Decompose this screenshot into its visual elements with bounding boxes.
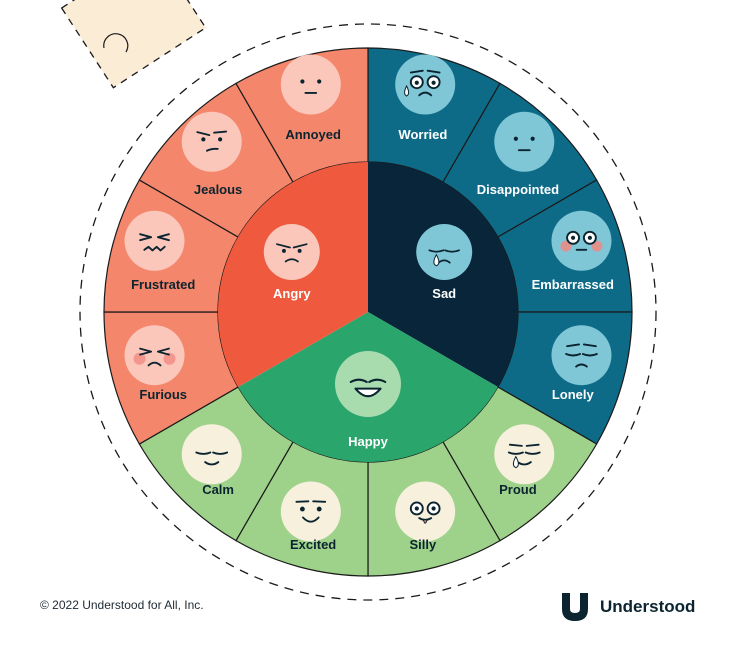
- label-embarrassed: Embarrassed: [532, 277, 614, 292]
- brand-logo: Understood: [558, 591, 695, 623]
- label-calm: Calm: [202, 482, 234, 497]
- label-frustrated: Frustrated: [131, 277, 195, 292]
- sad-face-icon: [416, 224, 473, 280]
- brand-name: Understood: [600, 597, 696, 616]
- labels: WorriedDisappointedEmbarrassedLonelyProu…: [131, 127, 614, 552]
- lonely-face-icon: [551, 325, 612, 386]
- label-proud: Proud: [499, 482, 537, 497]
- label-sad: Sad: [432, 286, 456, 301]
- copyright-text: © 2022 Understood for All, Inc.: [40, 598, 204, 612]
- label-worried: Worried: [398, 127, 447, 142]
- calm-face-icon: [181, 424, 242, 485]
- tag-shape: [60, 0, 207, 89]
- label-annoyed: Annoyed: [285, 127, 341, 142]
- label-angry: Angry: [273, 286, 311, 301]
- label-happy: Happy: [348, 434, 389, 449]
- understood-logo-icon: [562, 593, 588, 621]
- jealous-face-icon: [181, 111, 242, 172]
- tag-hole-icon: [103, 33, 129, 53]
- silly-face-icon: [395, 481, 456, 542]
- disappointed-face-icon: [494, 111, 555, 172]
- label-lonely: Lonely: [552, 387, 595, 402]
- excited-face-icon: [280, 481, 341, 542]
- cut-out-tag: [60, 0, 207, 89]
- label-jealous: Jealous: [194, 182, 242, 197]
- faces: [124, 54, 612, 542]
- worried-face-icon: [395, 54, 456, 115]
- furious-face-icon: [124, 325, 185, 386]
- proud-face-icon: [494, 424, 555, 485]
- embarrassed-face-icon: [551, 210, 612, 271]
- cut-line-ring: [79, 23, 657, 601]
- angry-face-icon: [263, 224, 320, 280]
- label-disappointed: Disappointed: [477, 182, 559, 197]
- label-excited: Excited: [290, 537, 336, 552]
- frustrated-face-icon: [124, 210, 185, 271]
- annoyed-face-icon: [280, 54, 341, 115]
- happy-face-icon: [335, 351, 401, 417]
- label-furious: Furious: [139, 387, 187, 402]
- label-silly: Silly: [409, 537, 437, 552]
